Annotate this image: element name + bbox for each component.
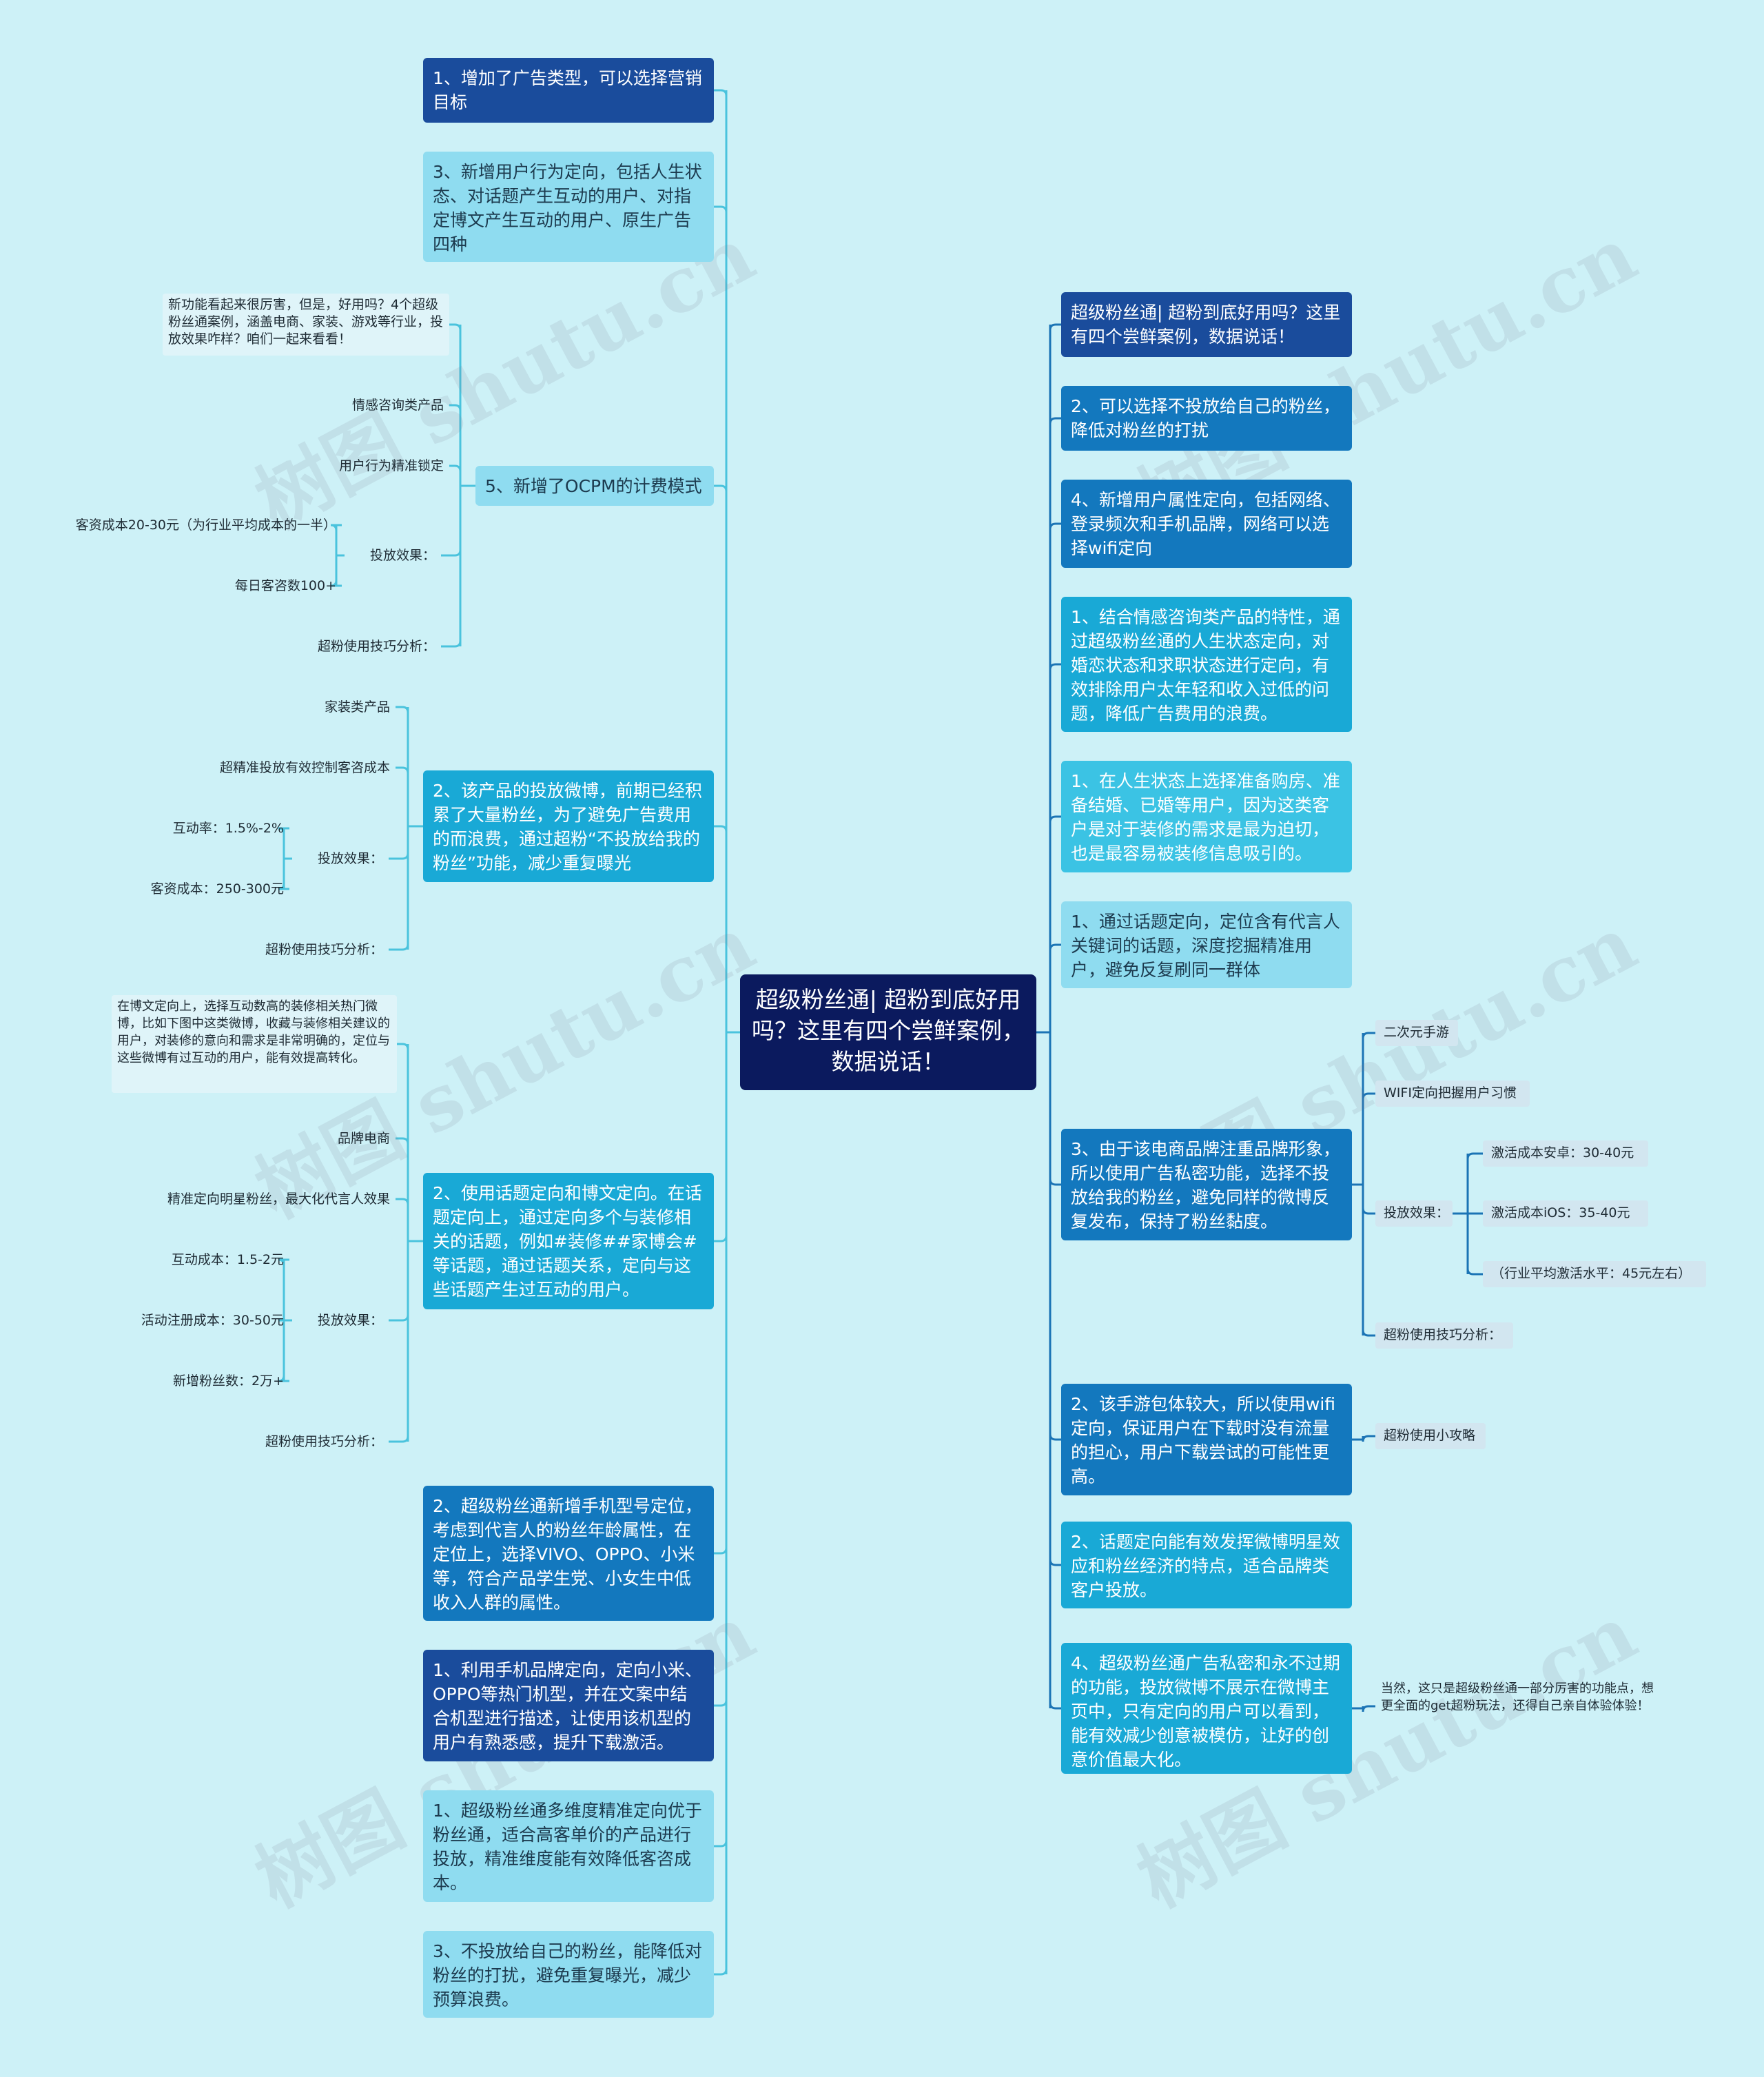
right-topic-6[interactable]: 1、通过话题定向，定位含有代言人关键词的话题，深度挖掘精准用户，避免反复刷同一群…: [1061, 901, 1352, 988]
connector-line: [1362, 1329, 1375, 1337]
leaf-home-effect-label: 投放效果：: [317, 851, 383, 866]
left-topic-3[interactable]: 5、新增了OCPM的计费模式: [475, 466, 714, 506]
connector-line: [397, 1043, 409, 1050]
leaf-ocpm-intro: 新功能看起来很厉害，但是，好用吗？4个超级粉丝通案例，涵盖电商、家装、游戏等行业…: [163, 294, 449, 356]
pill-mini-guide: 超粉使用小攻略: [1375, 1423, 1486, 1449]
connector-line: [1049, 1559, 1061, 1566]
connector-line: [1049, 815, 1061, 823]
leaf-ocpm-category: 情感咨询类产品: [351, 398, 444, 413]
connector-line: [1049, 323, 1061, 331]
connector-line: [1049, 663, 1061, 671]
left-topic-8[interactable]: 1、超级粉丝通多维度精准定向优于粉丝通，适合高客单价的产品进行投放，精准维度能有…: [423, 1790, 714, 1902]
right-topic-2[interactable]: 2、可以选择不投放给自己的粉丝，降低对粉丝的打扰: [1061, 386, 1352, 451]
leaf-brand-effect-label: 投放效果：: [317, 1313, 383, 1328]
pill-game-effect-android: 激活成本安卓：30-40元: [1483, 1140, 1648, 1167]
connector-line: [1466, 1152, 1483, 1160]
leaf-star-fans: 精准定向明星粉丝，最大化代言人效果: [167, 1191, 390, 1207]
connector-line: [441, 549, 462, 557]
left-topic-9[interactable]: 3、不投放给自己的粉丝，能降低对粉丝的打扰，避免重复曝光，减少预算浪费。: [423, 1931, 714, 2018]
leaf-home-precision: 超精准投放有效控制客咨成本: [219, 760, 390, 775]
connector-line: [278, 1375, 289, 1382]
root-topic[interactable]: 超级粉丝通| 超粉到底好用吗？这里有四个尝鲜案例，数据说话！: [740, 974, 1036, 1090]
connector-line: [1362, 1032, 1375, 1039]
connector-line: [714, 1699, 728, 1707]
connector-line: [389, 1435, 409, 1443]
connector-line: [714, 1840, 728, 1848]
connector-line: [396, 706, 409, 713]
connector-line: [1049, 1178, 1061, 1186]
leaf-home-analysis: 超粉使用技巧分析：: [265, 942, 383, 957]
leaf-ocpm-effect-cost: 客资成本20-30元（为行业平均成本的一半）: [75, 518, 336, 533]
pill-game-analysis: 超粉使用技巧分析：: [1375, 1322, 1513, 1349]
pill-game-category: 二次元手游: [1375, 1020, 1458, 1046]
connector-line: [1362, 1705, 1375, 1712]
right-topic-5[interactable]: 1、在人生状态上选择准备购房、准备结婚、已婚等用户，因为这类客户是对于装修的需求…: [1061, 761, 1352, 872]
right-topic-3[interactable]: 4、新增用户属性定向，包括网络、登录频次和手机品牌，网络可以选择wifi定向: [1061, 480, 1352, 568]
connector-line: [396, 766, 409, 774]
connector-line: [278, 827, 289, 835]
connector-line: [1049, 522, 1061, 530]
connector-line: [1362, 1435, 1375, 1442]
connector-line: [714, 1968, 728, 1976]
leaf-brand-effect-fans: 新增粉丝数：2万+: [172, 1373, 284, 1389]
connector-line: [1049, 1433, 1061, 1441]
connector-line: [1362, 1207, 1375, 1215]
leaf-home-effect-rate: 互动率：1.5%-2%: [172, 821, 284, 836]
pill-game-effect-ios: 激活成本iOS：35-40元: [1483, 1200, 1648, 1227]
leaf-home-category: 家装类产品: [324, 699, 390, 715]
connector-line: [714, 1235, 728, 1242]
left-topic-5[interactable]: 2、使用话题定向和博文定向。在话题定向上，通过定向多个与装修相关的话题，例如#装…: [423, 1173, 714, 1309]
connector-line: [449, 404, 462, 411]
pill-game-effect-label: 投放效果：: [1375, 1200, 1453, 1227]
connector-line: [330, 580, 342, 587]
connector-line: [449, 323, 462, 331]
leaf-ocpm-analysis: 超粉使用技巧分析：: [317, 639, 435, 654]
left-topic-1[interactable]: 1、增加了广告类型，可以选择营销目标: [423, 58, 714, 123]
connector-line: [1049, 417, 1061, 424]
connector-line: [1466, 1268, 1483, 1276]
connector-line: [1049, 1702, 1061, 1710]
leaf-ocpm-effect-label: 投放效果：: [369, 548, 435, 563]
connector-line: [714, 484, 728, 492]
leaf-weibo-desc: 在博文定向上，选择互动数高的装修相关热门微博，比如下图中这类微博，收藏与装修相关…: [112, 995, 397, 1093]
right-topic-8[interactable]: 2、该手游包体较大，所以使用wifi定向，保证用户在下载时没有流量的担心，用户下…: [1061, 1384, 1352, 1495]
connector-line: [1049, 943, 1061, 951]
connector-line: [278, 883, 289, 890]
connector-line: [1362, 1092, 1375, 1100]
leaf-ocpm-targeting: 用户行为精准锁定: [338, 458, 444, 473]
connector-line: [330, 524, 342, 531]
connector-line: [714, 1547, 728, 1555]
leaf-brand-ecommerce: 品牌电商: [337, 1131, 390, 1146]
connector-line: [396, 1198, 409, 1205]
leaf-brand-effect-register: 活动注册成本：30-50元: [141, 1313, 284, 1328]
connector-line: [389, 852, 409, 860]
left-topic-2[interactable]: 3、新增用户行为定向，包括人生状态、对话题产生互动的用户、对指定博文产生互动的用…: [423, 152, 714, 262]
right-topic-10[interactable]: 4、超级粉丝通广告私密和永不过期的功能，投放微博不展示在微博主页中，只有定向的用…: [1061, 1643, 1352, 1774]
connector-line: [714, 89, 728, 96]
pill-game-effect-industry: （行业平均激活水平：45元左右）: [1483, 1261, 1706, 1287]
connector-line: [714, 825, 728, 832]
left-topic-6[interactable]: 2、超级粉丝通新增手机型号定位，考虑到代言人的粉丝年龄属性，在定位上，选择VIV…: [423, 1486, 714, 1621]
pill-wifi-habit: WIFI定向把握用户习惯: [1375, 1081, 1530, 1107]
leaf-home-effect-cost: 客资成本：250-300元: [150, 881, 284, 897]
connector-line: [389, 943, 409, 951]
left-topic-7[interactable]: 1、利用手机品牌定向，定向小米、OPPO等热门机型，并在文案中结合机型进行描述，…: [423, 1650, 714, 1761]
leaf-brand-effect-interact: 互动成本：1.5-2元: [171, 1252, 284, 1267]
right-topic-4[interactable]: 1、结合情感咨询类产品的特性，通过超级粉丝通的人生状态定向，对婚恋状态和求职状态…: [1061, 597, 1352, 732]
leaf-brand-analysis: 超粉使用技巧分析：: [265, 1434, 383, 1449]
left-topic-4[interactable]: 2、该产品的投放微博，前期已经积累了大量粉丝，为了避免广告费用的而浪费，通过超粉…: [423, 770, 714, 882]
right-topic-1[interactable]: 超级粉丝通| 超粉到底好用吗？这里有四个尝鲜案例，数据说话！: [1061, 292, 1352, 357]
connector-line: [396, 1137, 409, 1145]
leaf-closing-note: 当然，这只是超级粉丝通一部分厉害的功能点，想更全面的get超粉玩法，还得自己亲自…: [1381, 1681, 1654, 1713]
right-topic-7[interactable]: 3、由于该电商品牌注重品牌形象，所以使用广告私密功能，选择不投放给我的粉丝，避免…: [1061, 1129, 1352, 1240]
connector-line: [389, 1314, 409, 1322]
connector-line: [278, 1258, 289, 1266]
connector-line: [449, 464, 462, 472]
right-topic-9[interactable]: 2、话题定向能有效发挥微博明星效应和粉丝经济的特点，适合品牌类客户投放。: [1061, 1522, 1352, 1608]
connector-line: [714, 205, 728, 213]
connector-line: [441, 640, 462, 648]
leaf-ocpm-effect-daily: 每日客咨数100+: [234, 578, 336, 593]
